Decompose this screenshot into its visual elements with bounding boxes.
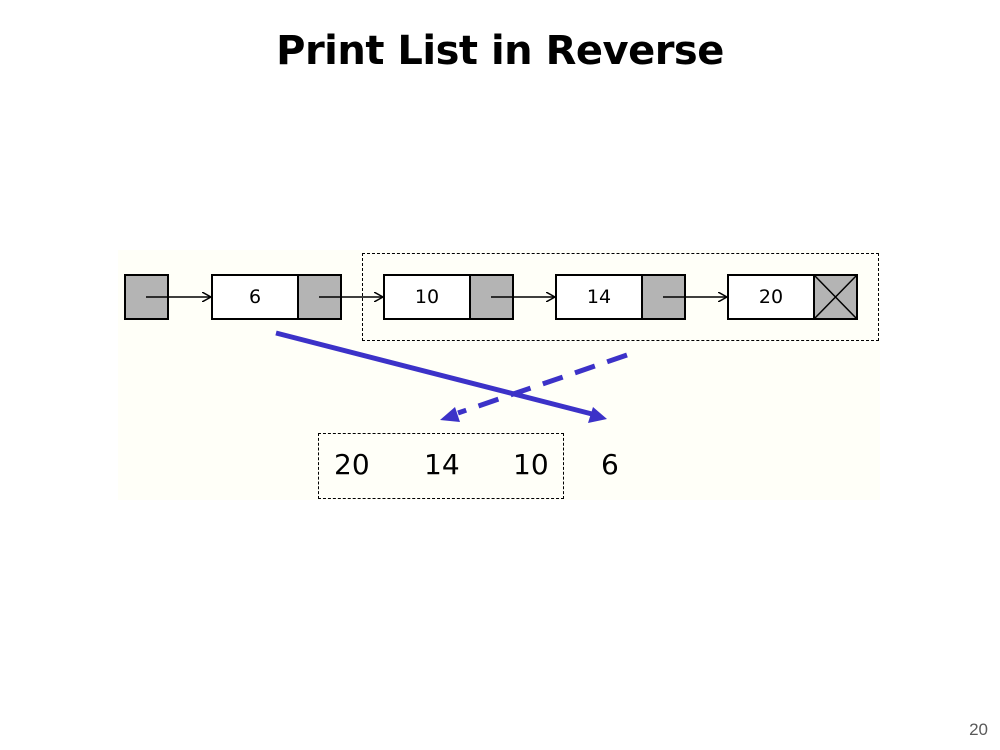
node-20-data: 20 xyxy=(727,274,815,320)
node-10-data: 10 xyxy=(383,274,471,320)
output-dashed-box xyxy=(318,433,564,499)
dashed-blue-arrow xyxy=(457,352,628,416)
output-value-3: 10 xyxy=(513,448,549,481)
solid-blue-arrow xyxy=(275,330,593,417)
output-value-4: 6 xyxy=(601,448,619,481)
node-6-data: 6 xyxy=(211,274,299,320)
page-number: 20 xyxy=(969,720,988,739)
output-value-1: 20 xyxy=(334,448,370,481)
slide-title: Print List in Reverse xyxy=(276,28,724,74)
solid-blue-arrowhead xyxy=(588,407,607,423)
dashed-blue-arrowhead xyxy=(440,407,460,422)
node-14-data: 14 xyxy=(555,274,643,320)
null-pointer-cross-icon xyxy=(814,275,857,319)
output-value-2: 14 xyxy=(424,448,460,481)
